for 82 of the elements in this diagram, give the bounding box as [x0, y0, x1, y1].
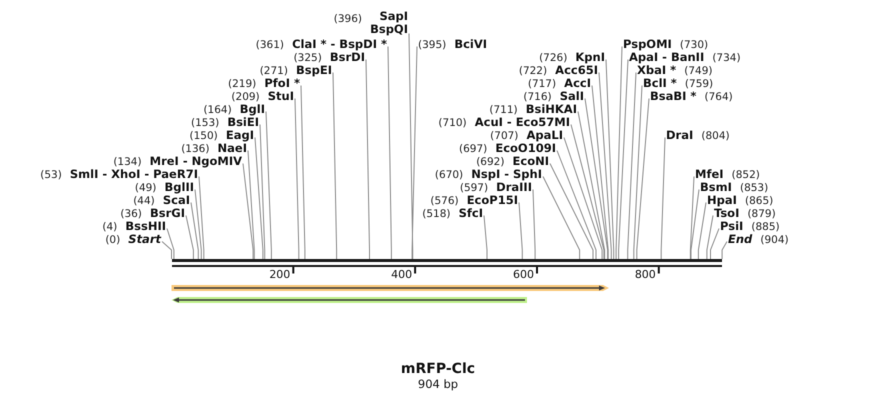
site-label: (576) EcoP15I [429, 192, 519, 204]
leader-line [722, 241, 728, 260]
scale-label: 600 [513, 268, 534, 281]
scale-label: 400 [391, 268, 412, 281]
leader-line [606, 59, 614, 260]
leader-line [633, 85, 642, 260]
leader-line [300, 85, 306, 260]
leader-line [698, 202, 706, 260]
site-label: BclI * (759) [642, 74, 714, 88]
leader-line [366, 59, 370, 260]
leader-line [550, 163, 594, 260]
leader-line [484, 215, 488, 260]
site-label: (692) EcoNI [475, 152, 550, 166]
site-label: (219) PfoI * [227, 74, 301, 88]
leader-line [564, 137, 603, 260]
leader-line [260, 124, 266, 260]
site-label: (0) Start [104, 230, 162, 244]
leader-line [660, 137, 666, 260]
scale-label: 800 [634, 268, 656, 281]
leader-line [584, 98, 608, 260]
leader-line [592, 85, 609, 260]
leader-line [556, 150, 596, 260]
leader-line [627, 72, 636, 260]
site-label: BsmI (853) [699, 178, 770, 192]
leader-line [242, 163, 254, 260]
site-label: (670) NspI - SphI [434, 166, 543, 178]
leader-line [618, 59, 628, 260]
site-label: (707) ApaLI [489, 126, 564, 140]
map-title: mRFP-Clc [400, 361, 476, 378]
sequence-length: 904 bp [416, 377, 460, 391]
site-label: (53) SmlI - XhoI - PaeR7I [39, 166, 199, 178]
site-label: (36) BsrGI [119, 204, 186, 218]
leader-line [706, 215, 714, 260]
leader-line [542, 176, 580, 260]
leader-line [294, 98, 300, 260]
site-label: (4) BssHII [101, 218, 167, 230]
leader-line [616, 46, 622, 260]
leader-line [194, 189, 202, 260]
site-label: PsiI (885) [719, 218, 781, 230]
scale-label: 200 [269, 268, 290, 281]
site-label: (209) StuI [230, 88, 295, 100]
dna-backbone [172, 259, 722, 267]
site-label: (717) AccI [526, 74, 592, 88]
site-label: (361) ClaI * - BspDI * [254, 36, 388, 48]
leader-line [248, 150, 255, 260]
leader-line [710, 228, 720, 260]
site-label: MfeI (852) [694, 166, 761, 178]
leader-line [266, 111, 272, 260]
site-label: (164) BglI [202, 100, 266, 114]
leader-line [598, 72, 612, 260]
site-label: (726) KpnI [538, 48, 606, 62]
leader-line [186, 215, 194, 260]
leader-line [690, 189, 700, 260]
site-label: (150) EagI [188, 126, 255, 140]
site-label: End (904) [727, 230, 790, 244]
leader-line [408, 33, 414, 260]
site-label: HpaI (865) [706, 192, 774, 204]
site-label: (134) MreI - NgoMIV [112, 152, 243, 166]
site-label: PspOMI (730) [622, 36, 710, 48]
site-label: (271) BspEI [258, 62, 333, 74]
leader-line [254, 137, 264, 260]
leader-line [332, 72, 338, 260]
site-label: (518) SfcI [421, 204, 484, 218]
site-label: DraI (804) [665, 126, 731, 140]
leader-line [388, 46, 392, 260]
leader-line [578, 111, 606, 260]
site-label: (710) AcuI - Eco57MI [437, 114, 571, 126]
site-label: BsaBI * (764) [649, 88, 734, 100]
leader-line [532, 189, 536, 260]
site-label: (716) SalI [522, 88, 585, 100]
site-label: (395) BciVI [417, 36, 488, 48]
leader-line [190, 202, 199, 260]
leader-line [570, 124, 604, 260]
site-label: (711) BsiHKAI [488, 100, 578, 114]
site-label: (49) BglII [134, 178, 195, 192]
leader-line [412, 46, 418, 260]
leader-line [690, 176, 694, 260]
leader-line [636, 98, 650, 260]
leader-line [162, 241, 172, 260]
leader-line [518, 202, 523, 260]
leader-line [198, 176, 204, 260]
leader-line [166, 228, 174, 260]
